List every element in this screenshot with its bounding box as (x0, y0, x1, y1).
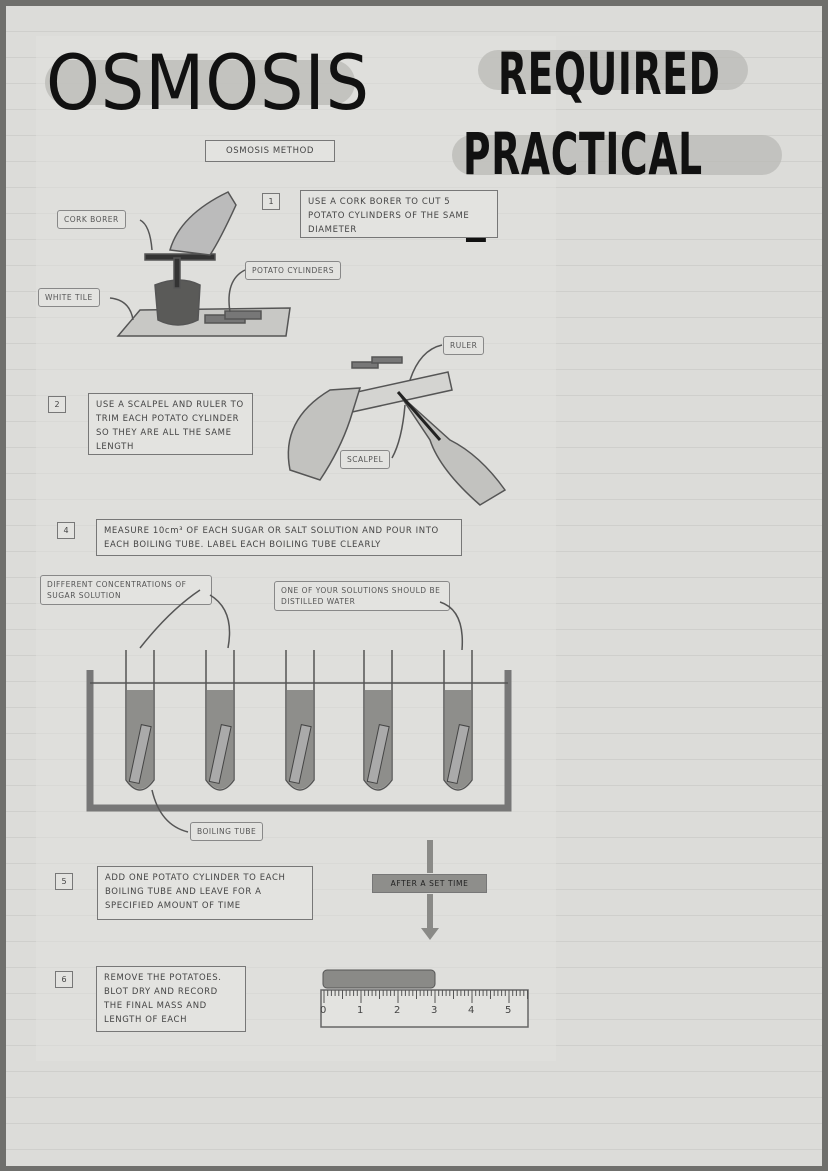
step-number: 5 (55, 873, 73, 890)
ruler-icon (320, 989, 529, 1028)
white-tile (116, 307, 291, 337)
highlight-subtitle-1 (478, 50, 748, 90)
ruler-tick-label: 3 (431, 1005, 438, 1016)
step-text: USE A CORK BORER TO CUT 5 POTATO CYLINDE… (300, 190, 498, 238)
label-different-concentrations: DIFFERENT CONCENTRATIONS OF SUGAR SOLUTI… (40, 575, 212, 605)
boiling-tube (363, 650, 393, 791)
label-ruler: RULER (443, 336, 485, 355)
step-text: ADD ONE POTATO CYLINDER TO EACH BOILING … (97, 866, 313, 920)
potato-cylinder (208, 724, 232, 785)
potato-cylinder (322, 969, 436, 989)
subtitle-line-1: REQUIRED (498, 40, 721, 108)
step-number: 1 (262, 193, 280, 210)
potato-cylinder (288, 724, 312, 785)
ruler-tick-label: 4 (468, 1005, 475, 1016)
step-number: 2 (48, 396, 66, 413)
boiling-tubes (125, 650, 473, 791)
step-number: 4 (57, 522, 75, 539)
step-number: 6 (55, 971, 73, 988)
potato-cylinder (366, 724, 390, 785)
ruler-tick-label: 0 (320, 1005, 327, 1016)
scalpel-icon (396, 391, 442, 441)
label-potato-cylinders: POTATO CYLINDERS (245, 261, 342, 280)
ruler-tick-label: 5 (505, 1005, 512, 1016)
potato-cylinder (446, 724, 470, 785)
label-scalpel: SCALPEL (340, 450, 391, 469)
potato-cylinder (128, 724, 152, 785)
step-text: MEASURE 10cm³ OF EACH SUGAR OR SALT SOLU… (96, 519, 462, 556)
measured-cylinder-ruler (320, 969, 529, 1028)
page-title: OSMOSIS (46, 38, 371, 127)
boiling-tube (125, 650, 155, 791)
label-after-set-time: AFTER A SET TIME (372, 874, 487, 893)
label-boiling-tube: BOILING TUBE (190, 822, 264, 841)
label-white-tile: WHITE TILE (38, 288, 100, 307)
method-heading: OSMOSIS METHOD (205, 140, 335, 162)
highlight-subtitle-2 (452, 135, 782, 175)
hand-icon (169, 191, 237, 256)
subtitle-line-2: PRACTICAL 2 (463, 120, 703, 256)
boiling-tube (285, 650, 315, 791)
highlight-title (45, 60, 355, 105)
label-cork-borer: CORK BORER (57, 210, 126, 229)
scalpel-ruler-illustration (287, 344, 507, 506)
step-text: REMOVE THE POTATOES. BLOT DRY AND RECORD… (96, 966, 246, 1032)
cork-borer-illustration (109, 191, 291, 337)
step-text: USE A SCALPEL AND RULER TO TRIM EACH POT… (88, 393, 253, 455)
boiling-tube-rack (86, 670, 512, 812)
hand-icon (287, 387, 362, 481)
ruler-tick-label: 1 (357, 1005, 364, 1016)
beaker (154, 279, 201, 326)
label-distilled-water: ONE OF YOUR SOLUTIONS SHOULD BE DISTILLE… (274, 581, 450, 611)
boiling-tube (443, 650, 473, 791)
boiling-tube (205, 650, 235, 791)
down-arrow-icon (421, 840, 439, 940)
ruler-tick-label: 2 (394, 1005, 401, 1016)
